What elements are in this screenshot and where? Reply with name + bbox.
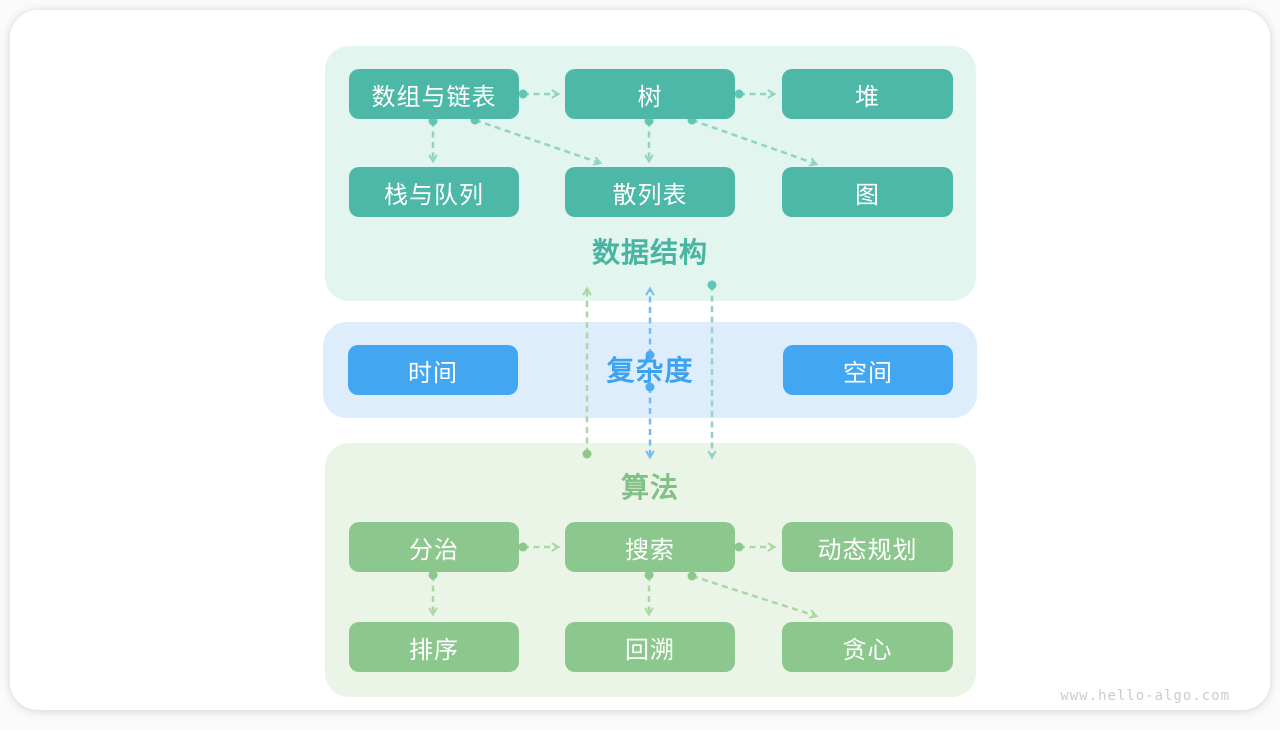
node-backtracking: 回溯: [565, 622, 735, 672]
label-algorithms: 算法: [620, 472, 679, 503]
figure-card: 数组与链表 树 堆 栈与队列 散列表 图 数据结构 时间 空间 复杂度 算法 分…: [10, 10, 1270, 710]
node-stack-and-queue: 栈与队列: [349, 167, 519, 217]
node-greedy: 贪心: [782, 622, 953, 672]
node-sorting: 排序: [349, 622, 519, 672]
node-heap: 堆: [782, 69, 953, 119]
node-tree: 树: [565, 69, 735, 119]
node-dynamic-programming: 动态规划: [782, 522, 953, 572]
node-searching: 搜索: [565, 522, 735, 572]
watermark-url: www.hello-algo.com: [1060, 688, 1230, 704]
node-space: 空间: [783, 345, 953, 395]
node-graph: 图: [782, 167, 953, 217]
node-divide-and-conquer: 分治: [349, 522, 519, 572]
label-complexity: 复杂度: [606, 355, 694, 386]
node-time: 时间: [348, 345, 518, 395]
node-hash-table: 散列表: [565, 167, 735, 217]
label-data-structures: 数据结构: [591, 237, 708, 268]
node-arrays-and-linked-lists: 数组与链表: [349, 69, 519, 119]
